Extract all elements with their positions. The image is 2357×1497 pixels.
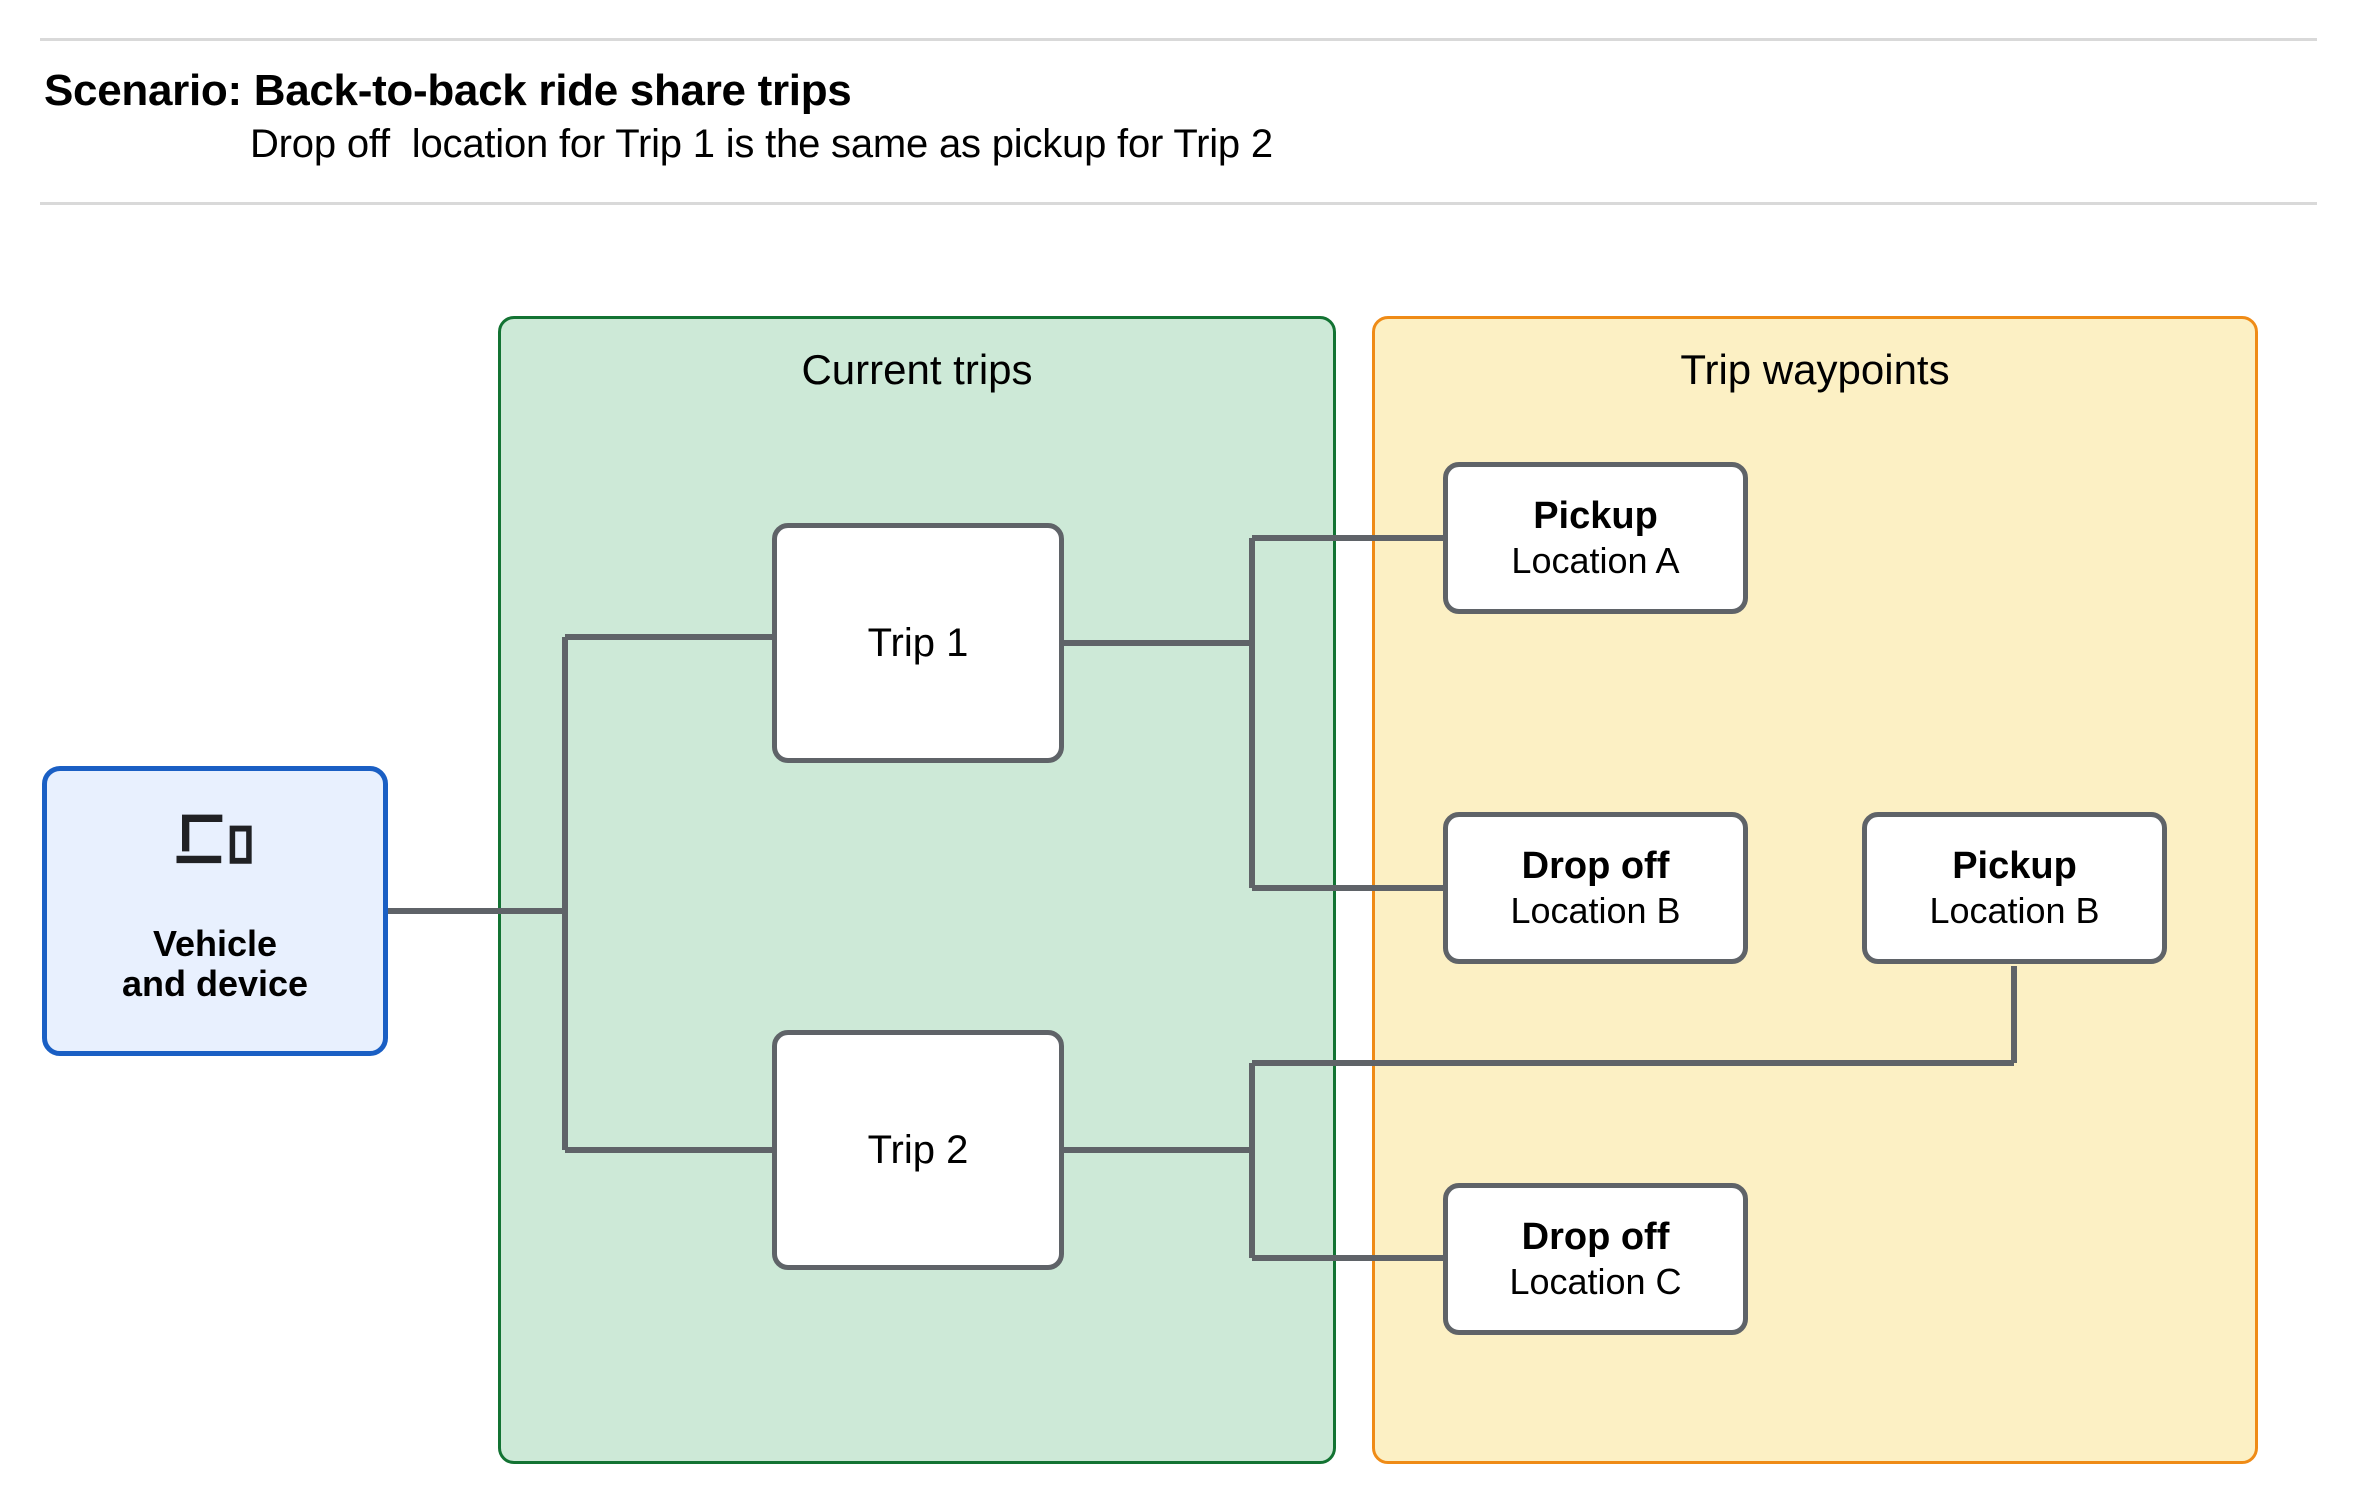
node-trip-1-label: Trip 1: [867, 620, 969, 665]
node-dropoff-location-b-title: Drop off: [1521, 844, 1670, 887]
node-pickup-location-a-sub: Location A: [1511, 540, 1680, 582]
node-pickup-location-b[interactable]: Pickup Location B: [1862, 812, 2167, 964]
node-pickup-location-b-sub: Location B: [1929, 890, 2100, 932]
node-vehicle-label: Vehicle and device: [121, 923, 309, 1005]
node-vehicle-label-line2: and device: [121, 963, 309, 1005]
node-vehicle-and-device[interactable]: Vehicle and device: [42, 766, 388, 1056]
node-pickup-location-a-title: Pickup: [1533, 494, 1658, 537]
devices-icon: [171, 811, 259, 882]
node-pickup-location-a[interactable]: Pickup Location A: [1443, 462, 1748, 614]
group-current-trips: Current trips: [498, 316, 1336, 1464]
node-dropoff-location-b-sub: Location B: [1510, 890, 1681, 932]
node-trip-1[interactable]: Trip 1: [772, 523, 1064, 763]
node-vehicle-label-line1: Vehicle: [152, 923, 278, 964]
page-title: Scenario: Back-to-back ride share trips: [44, 66, 852, 115]
group-current-trips-title: Current trips: [801, 346, 1033, 393]
node-dropoff-location-c-sub: Location C: [1509, 1261, 1682, 1303]
node-dropoff-location-c-title: Drop off: [1521, 1215, 1670, 1258]
group-trip-waypoints-title: Trip waypoints: [1680, 346, 1950, 393]
page-subtitle: Drop off location for Trip 1 is the same…: [250, 122, 1273, 166]
node-dropoff-location-c[interactable]: Drop off Location C: [1443, 1183, 1748, 1335]
node-trip-2[interactable]: Trip 2: [772, 1030, 1064, 1270]
node-dropoff-location-b[interactable]: Drop off Location B: [1443, 812, 1748, 964]
node-pickup-location-b-title: Pickup: [1952, 844, 2077, 887]
node-trip-2-label: Trip 2: [867, 1127, 969, 1172]
header-divider-bottom: [40, 202, 2317, 205]
header-divider-top: [40, 38, 2317, 41]
